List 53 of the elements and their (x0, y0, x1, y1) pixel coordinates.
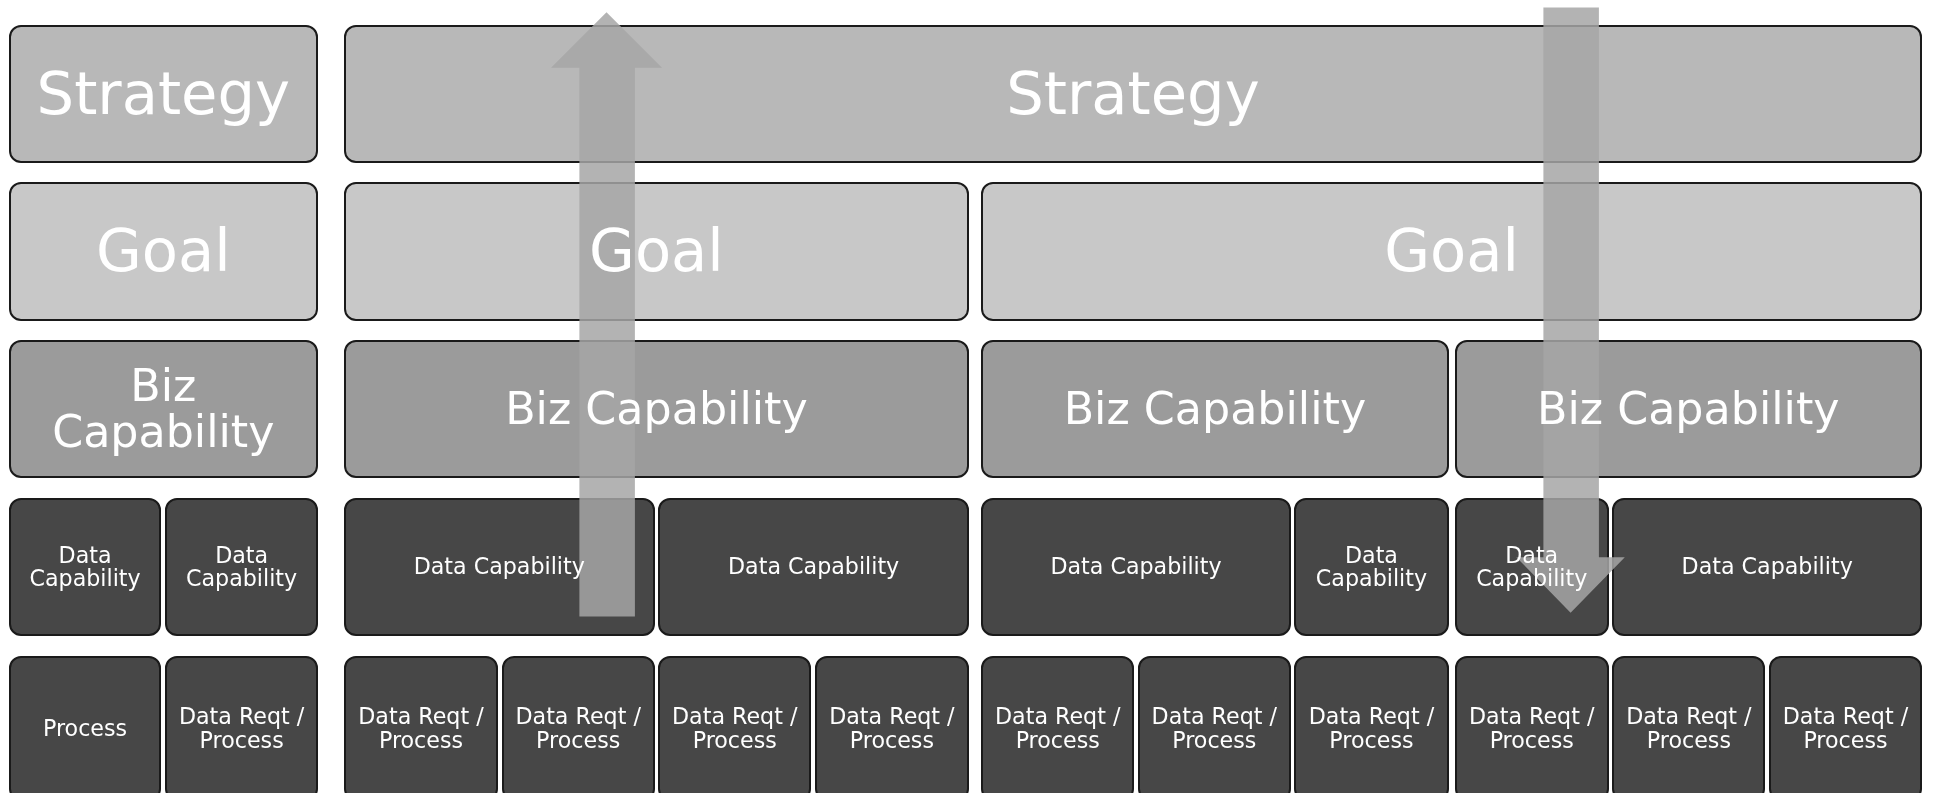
process-box (1137, 655, 1291, 793)
box-label: Strategy (35, 62, 292, 125)
box-label: Goal (588, 220, 725, 283)
box-label: Data Reqt / Process (514, 705, 642, 752)
data-capability-box (165, 498, 319, 637)
process-box (8, 655, 162, 793)
box-label: Biz Capability (1062, 385, 1368, 433)
box-label: Biz Capability (51, 362, 276, 456)
box-label: Data Reqt / Process (357, 705, 485, 752)
capability-box (981, 340, 1449, 479)
box-label: Strategy (1005, 62, 1261, 125)
box-label: Data Capability (727, 555, 901, 579)
box-label: Data Reqt / Process (1150, 705, 1278, 752)
goal-box (343, 182, 969, 321)
box-label: Biz Capability (1536, 385, 1841, 433)
data-capability-box (1294, 498, 1449, 637)
strategy-box (8, 24, 319, 163)
box-label: Biz Capability (504, 385, 809, 433)
box-label: Data Capability (1049, 555, 1223, 579)
box-label: Data Capability (28, 543, 142, 591)
process-box (501, 655, 655, 793)
box-label: Data Reqt / Process (1625, 705, 1753, 752)
box-label: Data Reqt / Process (671, 705, 799, 752)
box-label: Data Capability (1475, 543, 1589, 591)
data-capability-box (1612, 498, 1922, 637)
goal-box (8, 182, 319, 321)
process-box (165, 655, 319, 793)
data-capability-box (8, 498, 162, 637)
box-label: Data Reqt / Process (177, 705, 306, 752)
box-label: Data Capability (1680, 555, 1854, 579)
process-box (1454, 655, 1609, 793)
box-label: Data Capability (412, 555, 586, 579)
process-box (343, 655, 499, 793)
process-box (981, 655, 1135, 793)
data-capability-box (981, 498, 1291, 637)
process-box (1612, 655, 1766, 793)
process-box (1769, 655, 1922, 793)
box-label: Data Reqt / Process (828, 705, 956, 752)
process-box (1294, 655, 1449, 793)
capability-box (343, 340, 969, 479)
strategy-box (343, 24, 1922, 163)
data-capability-box (658, 498, 969, 637)
box-label: Process (41, 716, 129, 741)
box-label: Data Reqt / Process (994, 705, 1122, 752)
box-label: Data Reqt / Process (1468, 705, 1596, 752)
box-label: Data Reqt / Process (1307, 705, 1436, 752)
box-label: Data Reqt / Process (1781, 705, 1910, 752)
process-box (814, 655, 969, 793)
process-box (658, 655, 812, 793)
goal-box (981, 182, 1922, 321)
box-label: Data Capability (1314, 543, 1429, 591)
box-label: Data Capability (185, 543, 299, 591)
capability-box (8, 340, 319, 479)
